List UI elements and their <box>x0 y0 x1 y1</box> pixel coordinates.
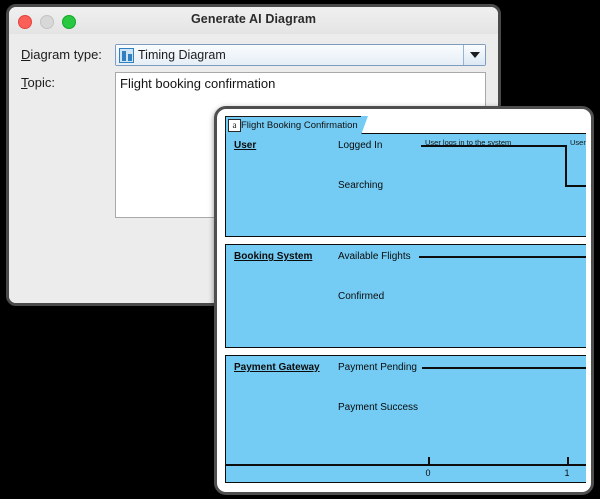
combobox-value-area[interactable]: Timing Diagram <box>116 45 463 65</box>
dialog-title: Generate AI Diagram <box>190 12 317 26</box>
lifeline-label-user: User <box>234 140 257 151</box>
lifeline-row-payment-gateway: Payment Gateway Payment Pending Payment … <box>225 355 586 483</box>
axis-tick <box>428 457 430 465</box>
minimize-window-button[interactable] <box>40 15 54 29</box>
chevron-down-icon <box>469 52 480 58</box>
lifeline-row-booking-system: Booking System Available Flights Confirm… <box>225 244 586 348</box>
lifeline-row-user: User Logged In Searching User logs in to… <box>225 133 586 237</box>
dialog-titlebar[interactable]: Generate AI Diagram <box>9 7 498 35</box>
state-label-confirmed: Confirmed <box>338 291 385 302</box>
diagram-preview-canvas-area: a Flight Booking Confirmation User Logge… <box>222 114 586 487</box>
time-axis-line <box>225 464 586 466</box>
waveform-segment-low <box>565 185 586 187</box>
topic-label-text: opic: <box>27 75 55 90</box>
maximize-window-button[interactable] <box>62 15 76 29</box>
waveform-booking-system <box>419 256 586 258</box>
close-window-button[interactable] <box>18 15 32 29</box>
editor-tab-label: Flight Booking Confirmation <box>241 120 358 131</box>
combobox-selected-value: Timing Diagram <box>138 48 226 62</box>
diagram-preview-window: a Flight Booking Confirmation User Logge… <box>214 106 594 495</box>
timing-diagram-icon <box>119 47 134 63</box>
timing-diagram: User Logged In Searching User logs in to… <box>225 133 586 487</box>
editor-tab-flight-booking-confirmation[interactable]: a Flight Booking Confirmation <box>225 116 368 135</box>
transition-annotation-search: User sea <box>570 138 586 147</box>
state-label-searching: Searching <box>338 180 384 191</box>
topic-label-mnemonic: T <box>21 75 28 90</box>
topic-label: Topic: <box>21 72 115 90</box>
transition-annotation-login: User logs in to the system <box>425 138 512 147</box>
diagram-type-label-mnemonic: D <box>21 47 31 62</box>
state-label-logged-in: Logged In <box>338 140 383 151</box>
window-controls <box>18 15 76 29</box>
state-label-payment-success: Payment Success <box>338 402 419 413</box>
diagram-type-combobox[interactable]: Timing Diagram <box>115 44 486 66</box>
diagram-type-label: Diagram type: <box>21 44 115 62</box>
document-icon: a <box>228 119 241 132</box>
waveform-segment-high <box>421 145 566 147</box>
axis-tick-label-1: 1 <box>564 468 570 478</box>
state-label-payment-pending: Payment Pending <box>338 362 417 373</box>
time-axis: 0 1 <box>225 457 586 487</box>
diagram-type-row: Diagram type: Timing Diagram <box>21 44 486 66</box>
state-label-available-flights: Available Flights <box>338 251 411 262</box>
combobox-dropdown-button[interactable] <box>463 45 485 65</box>
lifeline-label-payment-gateway: Payment Gateway <box>234 362 320 373</box>
lifeline-label-booking-system: Booking System <box>234 251 313 262</box>
waveform-transition-edge <box>565 145 567 186</box>
axis-tick-label-0: 0 <box>425 468 431 478</box>
diagram-type-label-text: iagram type: <box>30 47 102 62</box>
waveform-payment-gateway <box>422 367 586 369</box>
axis-tick <box>567 457 569 465</box>
